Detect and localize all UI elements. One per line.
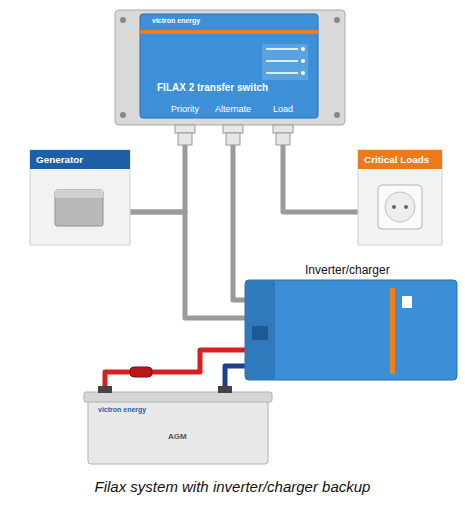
generator-panel [30,150,130,245]
mount-hole [120,17,126,23]
battery-terminal [218,386,232,393]
outlet-socket [385,192,415,222]
node-title: FILAX 2 transfer switch [157,82,268,93]
led [301,59,305,63]
cable [130,125,185,212]
port-label: Load [273,104,293,114]
node-title: Inverter/charger [305,263,390,277]
inverter-endcap [245,280,275,380]
mount-hole [334,17,340,23]
inverter-body [245,280,457,380]
indicator-text [266,48,298,50]
indicator-text [266,60,298,62]
orange-stripe [140,30,318,34]
outlet-icon [378,185,422,229]
mount-hole [120,112,126,118]
inverter-box: Inverter/charger [245,280,457,380]
inverter-terminal [252,326,268,340]
generator-box: Generator [30,150,130,245]
indicator-text [266,72,298,74]
connector [130,125,185,212]
outlet-pin [404,205,408,209]
connector [105,350,245,392]
node-text: AGM [168,432,187,441]
cable [233,125,245,300]
mount-hole [334,112,340,118]
cable [130,212,245,318]
outlet-pin [392,205,396,209]
node-title: Critical Loads [358,150,442,169]
critical-loads-box: Critical Loads [358,150,442,245]
cable-glands [175,125,293,145]
front-panel [140,14,318,118]
brand-label: victron energy [152,17,200,24]
cable [283,125,358,212]
led [301,71,305,75]
inverter-stripe [390,288,395,374]
generator-icon [55,190,103,226]
caption: Filax system with inverter/charger backu… [0,478,465,495]
inverter-label [402,296,412,308]
cable [105,350,245,392]
switch-housing [115,10,345,125]
port-label: Alternate [215,104,251,114]
battery-body [88,398,268,464]
led [301,47,305,51]
node-title: Generator [30,150,130,169]
loads-panel [358,150,442,245]
indicator-area [262,44,308,80]
generator-icon-top [55,190,103,198]
port-label: Priority [171,104,199,114]
node-title: victron energy [98,406,146,413]
connector [283,125,358,212]
connector [233,125,245,300]
fuse [130,367,152,377]
battery-terminal [98,386,112,393]
connector [130,212,245,318]
battery-box: victron energyAGM [88,392,268,464]
battery-lid [84,392,272,402]
